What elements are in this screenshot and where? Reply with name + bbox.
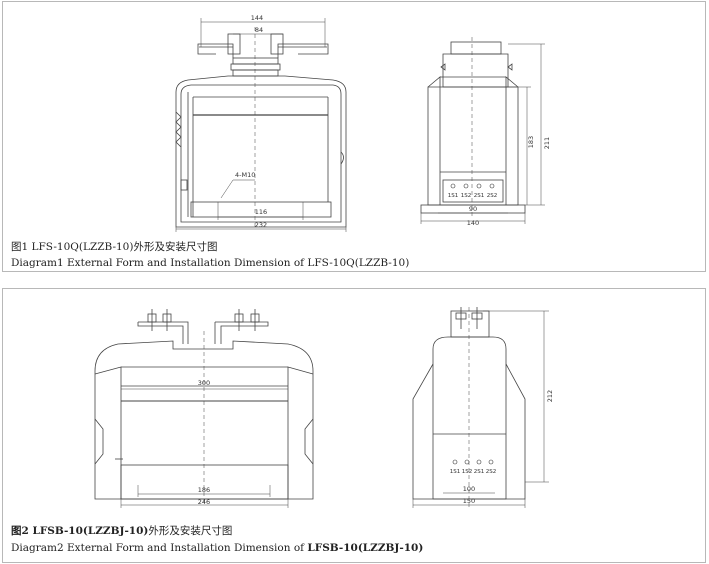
dim-side-height-overall-2: 212 bbox=[546, 390, 554, 402]
figure-2-caption-cn-rest: 外形及安装尺寸图 bbox=[148, 525, 233, 537]
dim-overall-width-2: 246 bbox=[198, 498, 210, 506]
figure-2-caption-en-model: LFSB-10(LZZBJ-10) bbox=[307, 542, 424, 554]
bolt-label-1: 4-M10 bbox=[235, 171, 255, 179]
dim-side-height-overall-1: 211 bbox=[543, 137, 551, 149]
dim-base-inner-2: 186 bbox=[198, 486, 210, 494]
terminal-label: 2S2 bbox=[486, 469, 497, 475]
dim-body-width-2: 300 bbox=[198, 379, 210, 387]
dim-top-inner-1: 84 bbox=[255, 26, 263, 34]
dim-side-base-inner-2: 100 bbox=[463, 485, 475, 493]
figure-2-caption-cn-model: 图2 LFSB-10(LZZBJ-10) bbox=[11, 525, 149, 537]
figure-1-caption-cn: 图1 LFS-10Q(LZZB-10)外形及安装尺寸图 bbox=[11, 241, 218, 253]
figure-2-drawing: 300 186 246 212 100 150 1S1 1S2 2S1 2S2 bbox=[94, 307, 554, 508]
terminal-label: 1S1 bbox=[450, 469, 461, 475]
dim-side-overall-width-2: 150 bbox=[463, 497, 475, 505]
dim-top-outer-1: 144 bbox=[251, 14, 263, 22]
terminal-label: 2S2 bbox=[487, 193, 498, 199]
dim-side-overall-width-1: 140 bbox=[467, 219, 479, 227]
figure-1-drawing: 144 84 4-M10 116 232 183 211 90 140 1S1 … bbox=[175, 14, 551, 232]
front-view-1 bbox=[175, 33, 347, 228]
terminal-label: 1S2 bbox=[462, 469, 473, 475]
figure-2-panel: 300 186 246 212 100 150 1S1 1S2 2S1 2S2 … bbox=[2, 288, 706, 563]
figure-2-caption-cn: 图2 LFSB-10(LZZBJ-10)外形及安装尺寸图 bbox=[11, 525, 232, 538]
figure-2-caption-en: Diagram2 External Form and Installation … bbox=[11, 542, 423, 555]
terminal-label: 1S1 bbox=[448, 193, 459, 199]
terminal-label: 1S2 bbox=[461, 193, 472, 199]
front-view-2 bbox=[94, 309, 314, 500]
figure-1-panel: 144 84 4-M10 116 232 183 211 90 140 1S1 … bbox=[2, 1, 706, 272]
dim-base-inner-1: 116 bbox=[255, 208, 267, 216]
dim-side-base-inner-1: 90 bbox=[469, 205, 477, 213]
dim-overall-width-1: 232 bbox=[255, 221, 267, 229]
side-view-1 bbox=[420, 41, 526, 214]
figure-1-caption-en: Diagram1 External Form and Installation … bbox=[11, 257, 410, 269]
terminal-label: 2S1 bbox=[474, 193, 485, 199]
figure-2-caption-en-rest: Diagram2 External Form and Installation … bbox=[11, 542, 308, 554]
terminal-label: 2S1 bbox=[474, 469, 485, 475]
dim-side-height-inner-1: 183 bbox=[527, 136, 535, 148]
